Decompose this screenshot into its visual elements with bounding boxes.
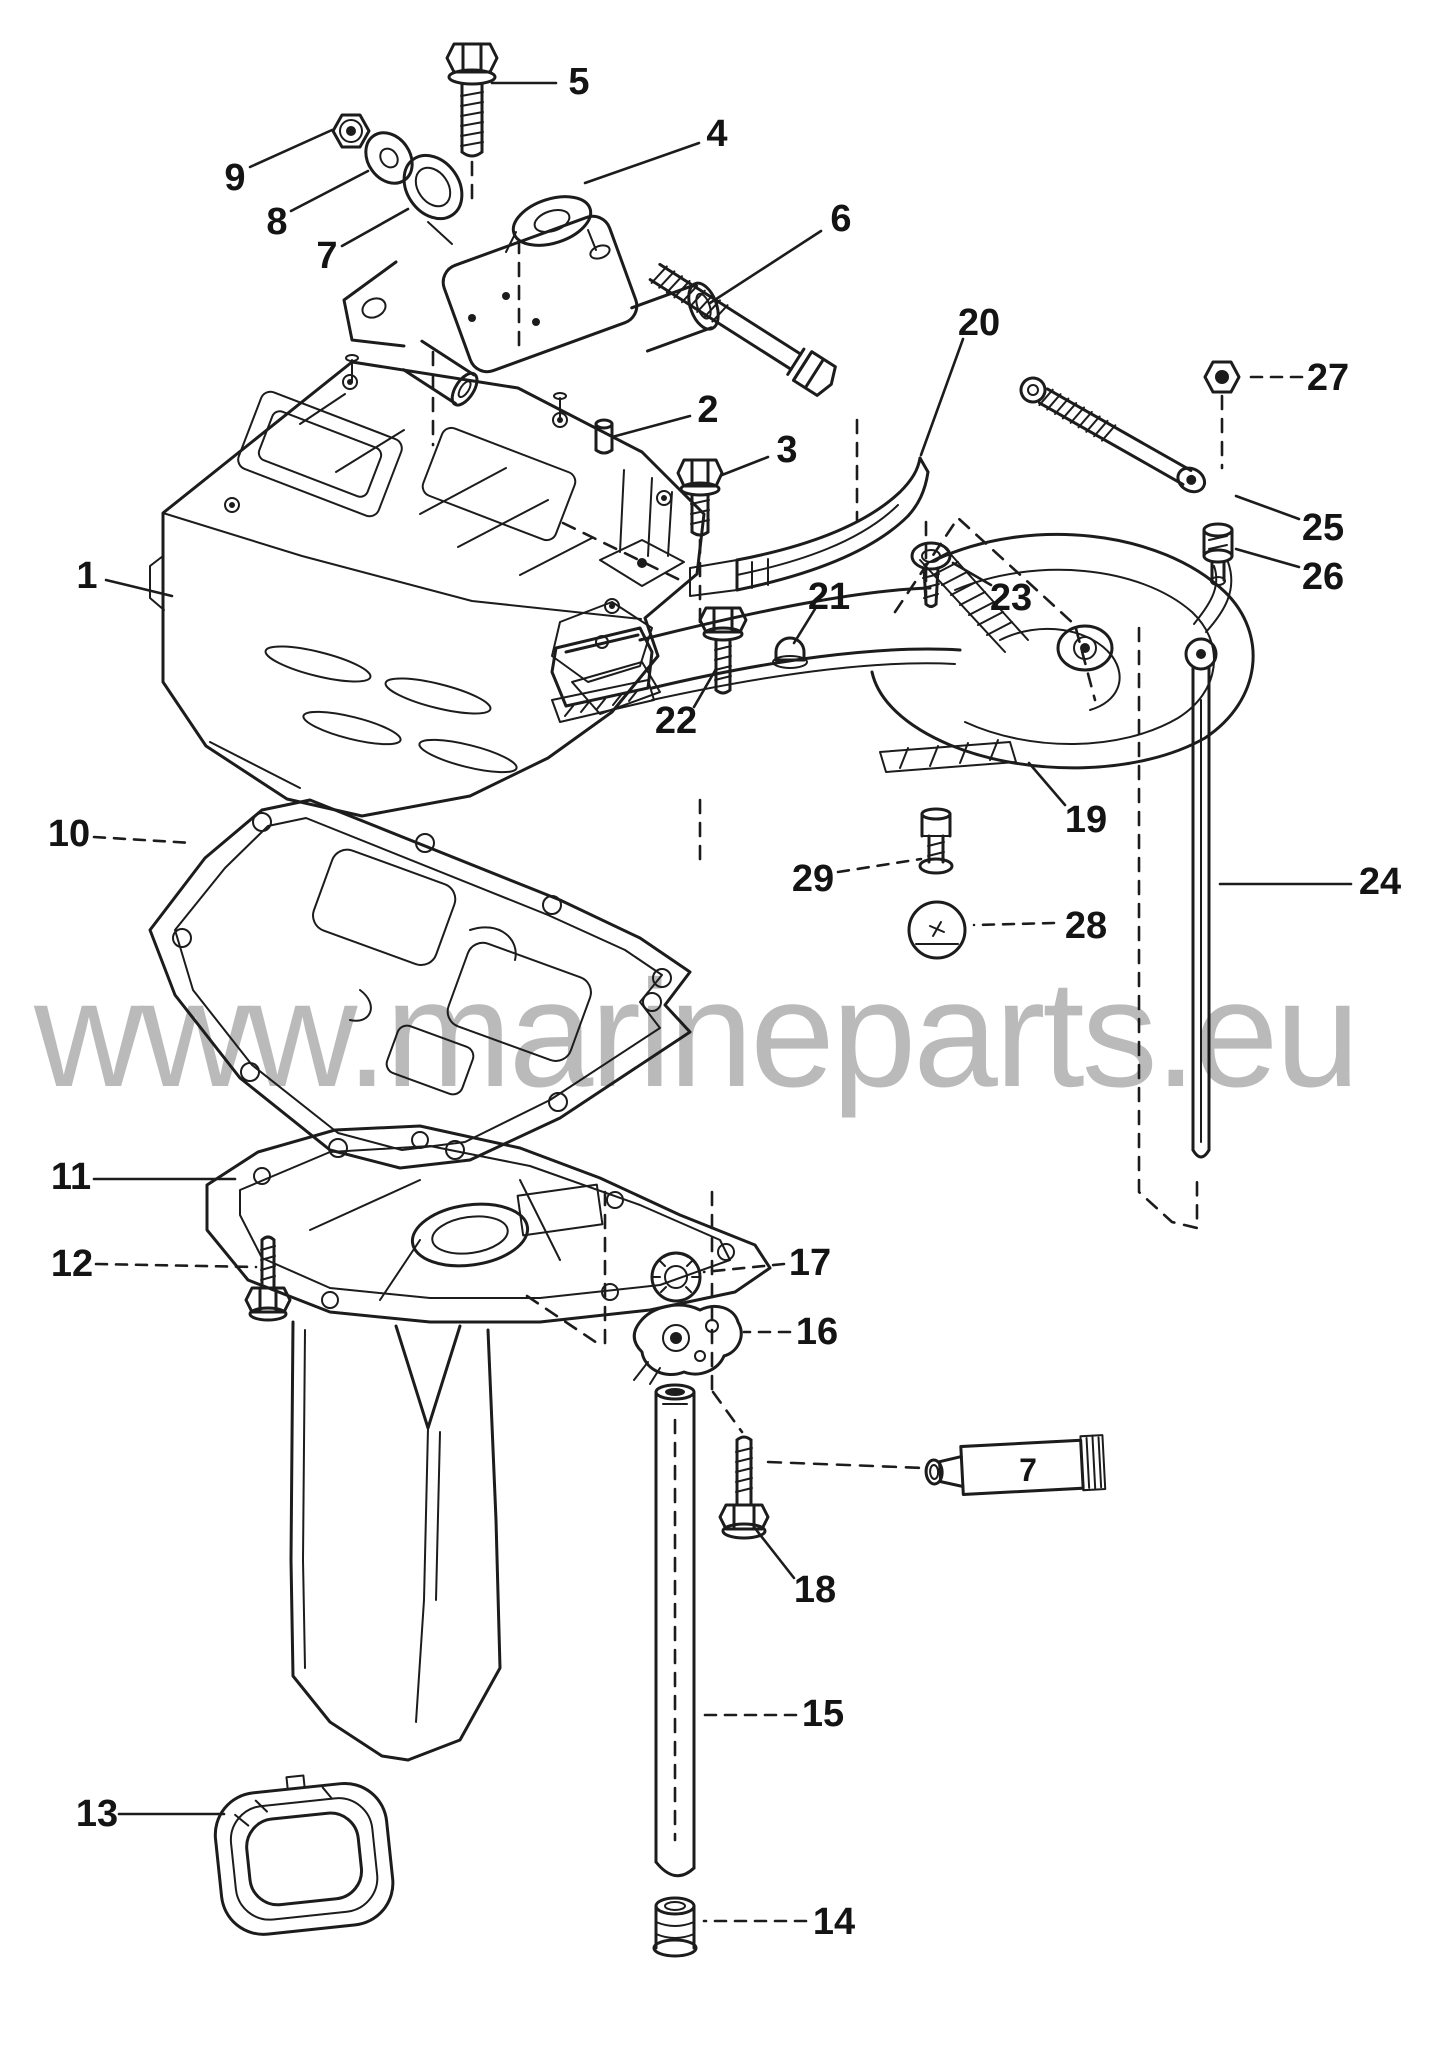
part-11-adapter-and-funnel — [205, 1124, 772, 1762]
callout-29: 29 — [792, 858, 834, 900]
part-23-pan-screw — [910, 541, 952, 608]
callout-13: 13 — [76, 1793, 118, 1835]
leader-line-3 — [720, 455, 770, 477]
callout-24: 24 — [1359, 861, 1401, 903]
part-1-exhaust-housing — [149, 354, 706, 818]
leader-line-20 — [919, 337, 965, 457]
part-28-round-cap — [907, 900, 967, 960]
leader-line-28 — [972, 921, 1056, 927]
callout-4: 4 — [706, 113, 727, 155]
part-5-hex-bolt — [445, 42, 499, 158]
part-22-hex-bolt — [698, 606, 748, 695]
callout-16: 16 — [796, 1311, 838, 1353]
part-10-gasket — [148, 798, 692, 1170]
leader-line-2 — [610, 414, 692, 439]
callout-3: 3 — [776, 429, 797, 471]
callout-8: 8 — [266, 201, 287, 243]
leader-line-25 — [1234, 494, 1301, 521]
part-13-seal — [213, 1774, 395, 1936]
part-16-clamp — [632, 1303, 743, 1385]
callout-14: 14 — [813, 1901, 855, 1943]
callout-5: 5 — [568, 61, 589, 103]
callout-26: 26 — [1302, 556, 1344, 598]
callout-27: 27 — [1307, 357, 1349, 399]
leader-line-23 — [951, 561, 993, 587]
leader-line-18 — [752, 1525, 796, 1580]
part-9-nut — [331, 113, 371, 149]
leader-line-22 — [692, 667, 718, 709]
leader-line-1 — [104, 578, 174, 598]
leader-line-12 — [94, 1262, 258, 1269]
callout-15: 15 — [802, 1693, 844, 1735]
callout-20: 20 — [958, 302, 1000, 344]
part-29-shoulder-screw — [918, 807, 954, 875]
leader-line-21 — [792, 607, 817, 645]
leader-line-4 — [583, 141, 701, 185]
callout-2: 2 — [697, 389, 718, 431]
part-3-hex-bolt — [676, 458, 724, 537]
leader-line-26 — [1234, 547, 1301, 569]
part-24-shift-rod — [1184, 561, 1233, 1159]
callout-21: 21 — [808, 576, 850, 618]
leader-line-17 — [702, 1262, 786, 1274]
part-15-water-tube — [654, 1383, 696, 1878]
callout-22: 22 — [655, 700, 697, 742]
leader-line-9 — [248, 128, 334, 169]
callout-17: 17 — [789, 1242, 831, 1284]
leader-line-7 — [340, 207, 410, 248]
watermark: www.marineparts.eu — [33, 949, 1357, 1119]
callout-19: 19 — [1065, 799, 1107, 841]
part-4-outlet-manifold — [342, 195, 720, 407]
part-27-nut — [1203, 360, 1241, 394]
leader-line-19 — [1027, 761, 1067, 807]
callout-layer: 1234567891011121314151617181920212223242… — [48, 61, 1401, 1943]
sealant-tube — [924, 1434, 1107, 1496]
projection-lines — [431, 160, 1224, 1470]
sealant-tube-number: 7 — [1019, 1452, 1037, 1488]
callout-11: 11 — [51, 1156, 91, 1198]
leader-line-8 — [289, 169, 370, 213]
leader-line-29 — [836, 857, 923, 874]
callout-7: 7 — [316, 235, 337, 277]
callout-25: 25 — [1302, 507, 1344, 549]
part-17-grommet — [650, 1251, 702, 1303]
callout-12: 12 — [51, 1243, 93, 1285]
callout-10: 10 — [48, 813, 90, 855]
part-7-seal-ring — [402, 153, 464, 221]
callout-6: 6 — [830, 198, 851, 240]
part-21-dome-screw — [772, 636, 808, 669]
callout-18: 18 — [794, 1569, 836, 1611]
part-26-connector — [1202, 522, 1234, 586]
part-20-curved-plate — [689, 456, 930, 597]
callout-23: 23 — [990, 577, 1032, 619]
part-14-grommet — [652, 1896, 698, 1958]
part-6-long-bolt — [648, 262, 837, 397]
part-25-link-rod — [1019, 376, 1207, 494]
part-18-bolt — [718, 1435, 770, 1540]
callout-9: 9 — [224, 157, 245, 199]
leader-line-6 — [708, 229, 823, 305]
part-12-bolt — [244, 1235, 292, 1322]
callout-1: 1 — [76, 555, 97, 597]
callout-28: 28 — [1065, 905, 1107, 947]
leader-line-10 — [92, 835, 194, 845]
